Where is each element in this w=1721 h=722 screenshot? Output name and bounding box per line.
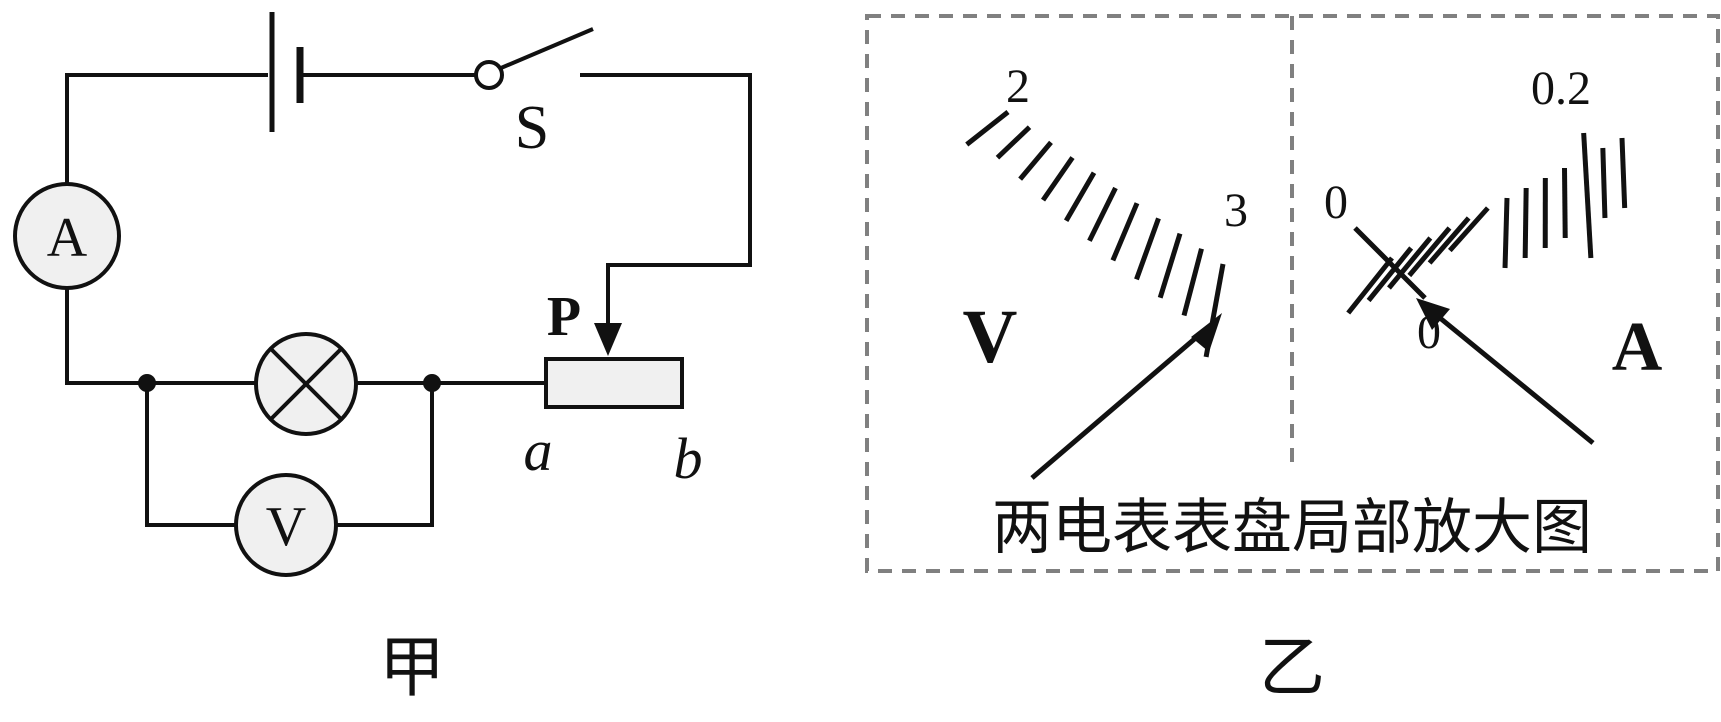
wire-left-lower xyxy=(65,288,255,385)
ammeter-tick xyxy=(1522,187,1529,259)
ammeter-tick xyxy=(1407,226,1452,278)
ammeter-scale-ticks xyxy=(1346,132,1628,315)
slider-label: P xyxy=(547,286,581,348)
meters-yi: 2 3 V 0 0.2 0 A 两电表表盘局部放大图 乙 xyxy=(865,14,1720,705)
ammeter-scale-0-2: 0.2 xyxy=(1531,62,1591,115)
switch-label: S xyxy=(515,94,549,162)
ammeter-scale-0: 0 xyxy=(1324,176,1348,229)
voltmeter-tick xyxy=(1110,202,1140,262)
wire-switch-to-slider xyxy=(580,73,752,335)
voltmeter-tick xyxy=(1157,232,1183,299)
switch-blade xyxy=(500,27,594,70)
rheostat-body xyxy=(544,357,684,409)
ammeter-zero-tick xyxy=(1353,226,1427,300)
inset-frame xyxy=(865,14,1720,573)
ammeter-tick xyxy=(1447,206,1490,253)
terminal-a-label: a xyxy=(524,418,553,483)
lamp-cross-2 xyxy=(269,347,343,421)
ammeter-needle-arrowhead xyxy=(1416,298,1450,330)
ammeter-tick xyxy=(1581,132,1594,259)
ammeter-symbol xyxy=(13,182,121,290)
inset-caption: 两电表表盘局部放大图 xyxy=(992,495,1592,561)
voltmeter-tick xyxy=(965,110,1010,147)
voltmeter-tick xyxy=(1087,186,1118,242)
voltmeter-tick xyxy=(1018,140,1053,181)
voltmeter-scale-2: 2 xyxy=(1006,60,1030,113)
slider-arrowhead xyxy=(594,323,622,356)
voltmeter-tick xyxy=(1134,217,1161,281)
voltmeter-scale-3: 3 xyxy=(1224,184,1248,237)
voltmeter-letter: V xyxy=(266,496,306,558)
voltmeter-tick xyxy=(995,125,1032,160)
voltmeter-symbol xyxy=(234,473,338,577)
ammeter-tick xyxy=(1600,147,1608,219)
ammeter-tick xyxy=(1366,246,1414,303)
ammeter-tick xyxy=(1619,137,1628,209)
switch-pivot xyxy=(474,60,504,90)
voltmeter-needle xyxy=(1030,328,1207,480)
ammeter-tick xyxy=(1562,167,1568,239)
voltmeter-tick xyxy=(1040,156,1075,202)
wire-voltmeter-branch xyxy=(145,383,434,527)
voltmeter-face-letter: V xyxy=(963,295,1018,379)
circuit-jia: A V S P a b 甲 xyxy=(13,12,752,705)
ammeter-letter: A xyxy=(47,207,88,269)
ammeter-face-letter: A xyxy=(1612,309,1663,386)
ammeter-tick xyxy=(1387,236,1433,290)
caption-yi: 乙 xyxy=(1259,632,1325,705)
ammeter-tick xyxy=(1427,216,1471,265)
ammeter-tick xyxy=(1346,256,1394,315)
wire-top-left xyxy=(65,73,268,185)
voltmeter-needle-arrowhead xyxy=(1191,313,1222,352)
terminal-b-label: b xyxy=(674,426,703,491)
caption-jia: 甲 xyxy=(379,632,445,705)
voltmeter-tick xyxy=(1181,248,1204,317)
ammeter-tick xyxy=(1502,197,1510,269)
ammeter-needle xyxy=(1438,316,1595,445)
voltmeter-tick xyxy=(1063,171,1097,222)
